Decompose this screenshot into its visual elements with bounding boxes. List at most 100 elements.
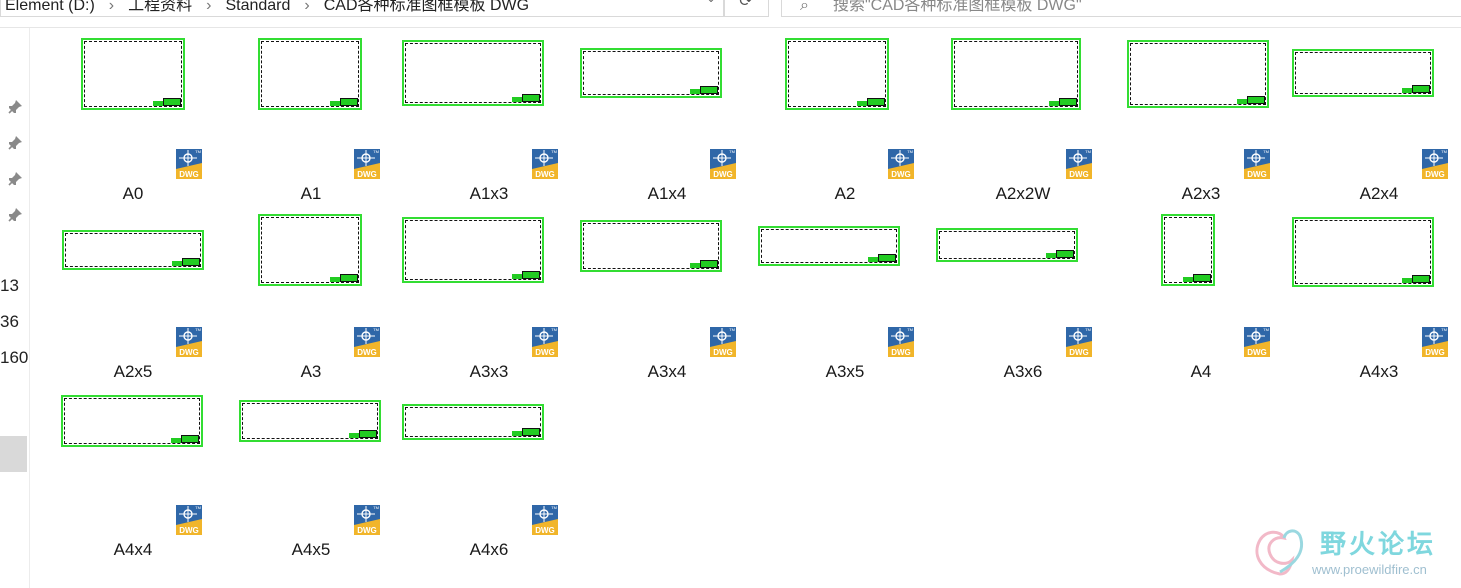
file-item[interactable]: DWG TM A2x2W: [934, 30, 1112, 208]
svg-text:TM: TM: [195, 327, 201, 332]
svg-text:DWG: DWG: [1425, 170, 1445, 179]
breadcrumb-segment[interactable]: CAD各种标准图框模板 DWG: [323, 0, 530, 14]
file-name: A4x5: [291, 540, 331, 559]
title-block: [181, 435, 199, 443]
pin-icon[interactable]: [6, 170, 24, 188]
title-block-cell: [868, 257, 878, 262]
pin-icon[interactable]: [6, 134, 24, 152]
file-name: A3x6: [1003, 362, 1043, 381]
frame-border: [402, 217, 544, 283]
breadcrumb-segment[interactable]: Standard: [225, 0, 291, 14]
nav-item-label[interactable]: 160: [0, 348, 29, 367]
file-thumbnail: [222, 392, 400, 476]
pin-icon[interactable]: [6, 206, 24, 224]
pin-icon[interactable]: [6, 98, 24, 116]
svg-text:TM: TM: [729, 327, 735, 332]
title-block: [1412, 85, 1430, 93]
dwg-file-icon: DWG TM: [176, 327, 202, 357]
drawing-frame-preview: [402, 404, 544, 440]
svg-text:DWG: DWG: [357, 526, 377, 535]
file-name: A2x3: [1181, 184, 1221, 203]
nav-selected-item[interactable]: [0, 436, 27, 472]
file-thumbnail: [756, 36, 934, 120]
frame-inner-border: [405, 407, 541, 437]
title-block-cell: [857, 101, 867, 106]
svg-text:DWG: DWG: [179, 348, 199, 357]
title-block: [700, 86, 718, 94]
chevron-down-icon[interactable]: ⌄: [706, 0, 716, 5]
svg-text:DWG: DWG: [713, 170, 733, 179]
file-thumbnail: [44, 36, 222, 120]
frame-border: [580, 48, 722, 98]
title-block-cell: [1183, 277, 1193, 282]
frame-inner-border: [405, 220, 541, 280]
drawing-frame-preview: [61, 395, 203, 447]
svg-text:DWG: DWG: [891, 170, 911, 179]
breadcrumb-segment[interactable]: 工程资料: [128, 0, 193, 14]
file-name: A4x3: [1359, 362, 1399, 381]
frame-inner-border: [1164, 217, 1212, 283]
svg-text:DWG: DWG: [891, 348, 911, 357]
frame-inner-border: [939, 231, 1075, 259]
title-block-cell: [690, 89, 700, 94]
watermark-title: 野火论坛: [1320, 529, 1437, 559]
svg-text:DWG: DWG: [1069, 170, 1089, 179]
title-block: [1193, 274, 1211, 282]
drawing-frame-preview: [758, 226, 900, 266]
title-block: [522, 94, 540, 102]
nav-item-label[interactable]: 13: [0, 276, 19, 295]
frame-border: [1127, 40, 1269, 108]
drawing-frame-preview: [1161, 214, 1215, 286]
title-block-cell: [330, 277, 340, 282]
drawing-frame-preview: [258, 214, 362, 286]
file-thumbnail: [934, 36, 1112, 120]
nav-item-label[interactable]: 36: [0, 312, 19, 331]
svg-text:DWG: DWG: [535, 526, 555, 535]
file-name: A2x4: [1359, 184, 1399, 203]
frame-border: [758, 226, 900, 266]
frame-border: [61, 395, 203, 447]
file-thumbnail: [222, 36, 400, 120]
frame-inner-border: [261, 217, 359, 283]
frame-inner-border: [242, 403, 378, 439]
frame-inner-border: [65, 233, 201, 267]
drawing-frame-preview: [1127, 40, 1269, 108]
breadcrumb-segment[interactable]: Element (D:): [5, 0, 95, 14]
file-thumbnail: [400, 214, 578, 298]
svg-text:TM: TM: [1085, 149, 1091, 154]
title-block: [340, 98, 358, 106]
frame-border: [580, 220, 722, 272]
frame-inner-border: [261, 41, 359, 107]
file-name: A2x2W: [995, 184, 1051, 203]
drawing-frame-preview: [81, 38, 185, 110]
search-input[interactable]: ⌕搜索"CAD各种标准图框模板 DWG": [781, 0, 1461, 17]
svg-text:TM: TM: [1263, 327, 1269, 332]
file-thumbnail: [400, 392, 578, 476]
title-block-cell: [171, 438, 181, 443]
address-bar[interactable]: Element (D:)›工程资料›Standard›CAD各种标准图框模板 D…: [0, 0, 725, 17]
frame-border: [258, 38, 362, 110]
frame-border: [951, 38, 1081, 110]
refresh-button[interactable]: ⟳: [723, 0, 769, 17]
svg-text:TM: TM: [907, 327, 913, 332]
